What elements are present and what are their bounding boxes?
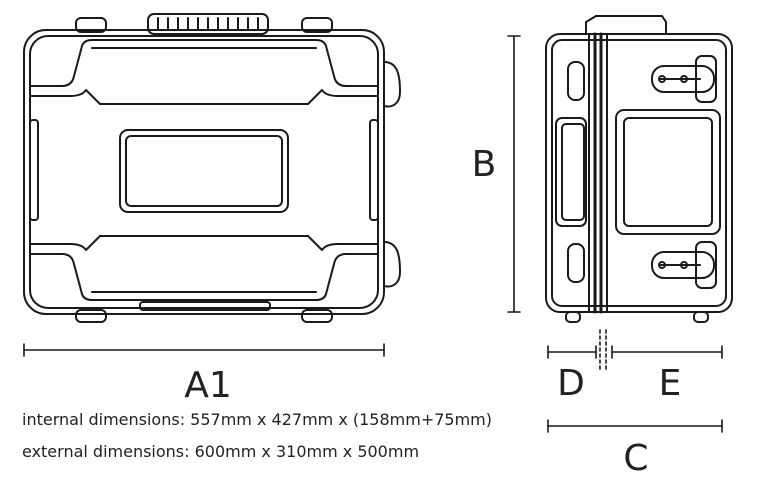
latch-upper [651, 55, 717, 103]
right-latch-upper [383, 61, 401, 108]
dimension-line-a1 [23, 343, 385, 357]
label-d: D [557, 363, 585, 404]
label-b: B [472, 144, 497, 185]
top-right-foot [301, 17, 333, 33]
lid-seam [588, 32, 608, 314]
label-c: C [623, 438, 648, 479]
right-latch-lower [383, 241, 401, 288]
side-top-handle [585, 15, 667, 35]
side-panel-recess [615, 109, 721, 235]
top-handle [147, 13, 269, 35]
dimension-divider [599, 329, 607, 371]
front-view-case [23, 13, 401, 323]
side-view-case [545, 15, 733, 323]
side-handle-recess [555, 117, 587, 227]
dimension-line-d [547, 345, 597, 359]
front-outer-shell [23, 29, 385, 315]
label-e: E [659, 363, 682, 404]
dimension-line-e [611, 345, 723, 359]
label-a1: A1 [184, 365, 232, 406]
internal-dimensions-note: internal dimensions: 557mm x 427mm x (15… [22, 410, 493, 429]
side-outer-shell [545, 33, 733, 313]
dimension-line-c [547, 419, 723, 433]
latch-lower [651, 241, 717, 289]
bottom-strip [139, 301, 271, 311]
external-dimensions-note: external dimensions: 600mm x 310mm x 500… [22, 442, 420, 461]
bottom-right-foot [301, 309, 333, 323]
top-left-foot [75, 17, 107, 33]
bottom-left-foot [75, 309, 107, 323]
label-plate [119, 129, 289, 213]
lower-contour [29, 253, 379, 301]
dimension-line-b [507, 35, 521, 313]
upper-contour [29, 39, 379, 87]
